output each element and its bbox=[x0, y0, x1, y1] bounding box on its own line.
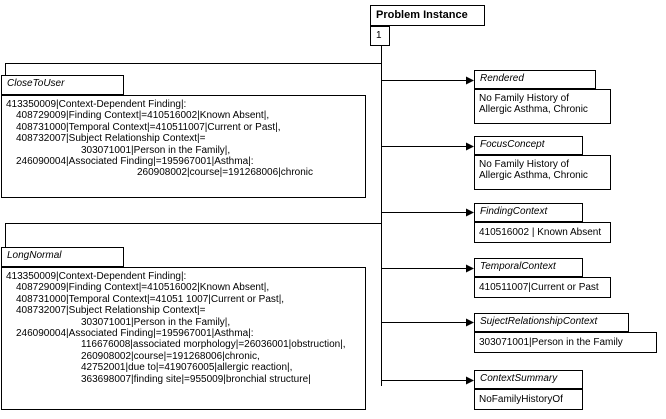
temporal-context-value: 410511007|Current or Past bbox=[479, 282, 599, 293]
focus-concept-title: FocusConcept bbox=[480, 139, 545, 150]
finding-context-header: FindingContext bbox=[474, 203, 583, 222]
rendered-header: Rendered bbox=[474, 70, 596, 89]
close-to-user-expression-line: 260908002|course|=191268006|chronic bbox=[137, 167, 313, 179]
focus-concept-value-box: No Family History of Allergic Asthma, Ch… bbox=[474, 155, 611, 190]
long-normal-expression-line: 116676008|associated morphology|=2603600… bbox=[81, 339, 346, 351]
rendered-value-box: No Family History of Allergic Asthma, Ch… bbox=[474, 89, 611, 124]
arrowhead-subject-relationship bbox=[466, 318, 474, 327]
focus-concept-value-line: Allergic Asthma, Chronic bbox=[479, 170, 588, 182]
subject-relationship-context-value-box: 303071001|Person in the Family bbox=[474, 332, 657, 353]
problem-instance-cardinality-box: 1 bbox=[370, 26, 390, 46]
close-to-user-expression-line: 408731000|Temporal Context|=410511007|Cu… bbox=[16, 121, 281, 133]
close-to-user-expression: 413350009|Context-Dependent Finding|:408… bbox=[1, 95, 366, 198]
long-normal-expression-line: 408729009|Finding Context|=410516002|Kno… bbox=[16, 282, 270, 294]
long-normal-expression: 413350009|Context-Dependent Finding|:408… bbox=[1, 267, 366, 410]
rendered-value-line: No Family History of bbox=[479, 93, 570, 104]
long-normal-title: LongNormal bbox=[7, 250, 62, 261]
problem-instance-cardinality: 1 bbox=[376, 30, 382, 41]
close-to-user-header: CloseToUser bbox=[1, 75, 124, 95]
context-summary-header: ContextSummary bbox=[474, 370, 583, 389]
temporal-context-value-box: 410511007|Current or Past bbox=[474, 277, 611, 298]
focus-concept-header: FocusConcept bbox=[474, 136, 583, 155]
arrowhead-context-summary bbox=[466, 376, 474, 385]
long-normal-expression-line: 260908002|course|=191268006|chronic, bbox=[81, 350, 260, 362]
temporal-context-header: TemporalContext bbox=[474, 258, 583, 277]
subject-relationship-context-value: 303071001|Person in the Family bbox=[479, 337, 623, 348]
arrowhead-temporal-context bbox=[466, 264, 474, 273]
rendered-value-line: Allergic Asthma, Chronic bbox=[479, 104, 588, 116]
focus-concept-value-line: No Family History of bbox=[479, 159, 570, 170]
close-to-user-expression-line: 408732007|Subject Relationship Context|= bbox=[16, 133, 206, 145]
context-summary-value: NoFamilyHistoryOf bbox=[479, 394, 563, 405]
problem-instance-header: Problem Instance bbox=[370, 5, 485, 26]
close-to-user-expression-line: 246090004|Associated Finding|=195967001|… bbox=[16, 156, 254, 168]
finding-context-value: 410516002 | Known Absent bbox=[479, 227, 602, 238]
close-to-user-title: CloseToUser bbox=[7, 78, 65, 89]
long-normal-expression-line: 413350009|Context-Dependent Finding|: bbox=[6, 271, 187, 282]
arrowhead-rendered bbox=[466, 76, 474, 85]
long-normal-expression-line: 246090004|Associated Finding|=195967001|… bbox=[16, 328, 254, 340]
finding-context-title: FindingContext bbox=[480, 206, 548, 217]
temporal-context-title: TemporalContext bbox=[480, 261, 556, 272]
long-normal-header: LongNormal bbox=[1, 247, 124, 267]
rendered-title: Rendered bbox=[480, 73, 524, 84]
problem-instance-title: Problem Instance bbox=[376, 9, 468, 21]
branch-close-to-user bbox=[5, 63, 382, 80]
long-normal-expression-line: 363698007|finding site|=955009|bronchial… bbox=[81, 373, 311, 385]
close-to-user-expression-line: 408729009|Finding Context|=410516002|Kno… bbox=[16, 110, 270, 122]
branch-long-normal bbox=[5, 223, 382, 250]
finding-context-value-box: 410516002 | Known Absent bbox=[474, 222, 611, 243]
subject-relationship-context-title: SujectRelationshipContext bbox=[480, 316, 598, 327]
arrowhead-finding-context bbox=[466, 208, 474, 217]
long-normal-expression-line: 303071001|Person in the Family|, bbox=[81, 316, 231, 328]
long-normal-expression-line: 42752001|due to|=419076005|allergic reac… bbox=[81, 362, 293, 374]
context-summary-value-box: NoFamilyHistoryOf bbox=[474, 389, 583, 410]
context-summary-title: ContextSummary bbox=[480, 373, 558, 384]
long-normal-expression-line: 408732007|Subject Relationship Context|= bbox=[16, 305, 206, 317]
arrowhead-focus-concept bbox=[466, 142, 474, 151]
long-normal-expression-line: 408731000|Temporal Context|=41051 1007|C… bbox=[16, 293, 285, 305]
close-to-user-expression-line: 303071001|Person in the Family|, bbox=[81, 144, 231, 156]
subject-relationship-context-header: SujectRelationshipContext bbox=[474, 313, 629, 332]
close-to-user-expression-line: 413350009|Context-Dependent Finding|: bbox=[6, 99, 187, 110]
